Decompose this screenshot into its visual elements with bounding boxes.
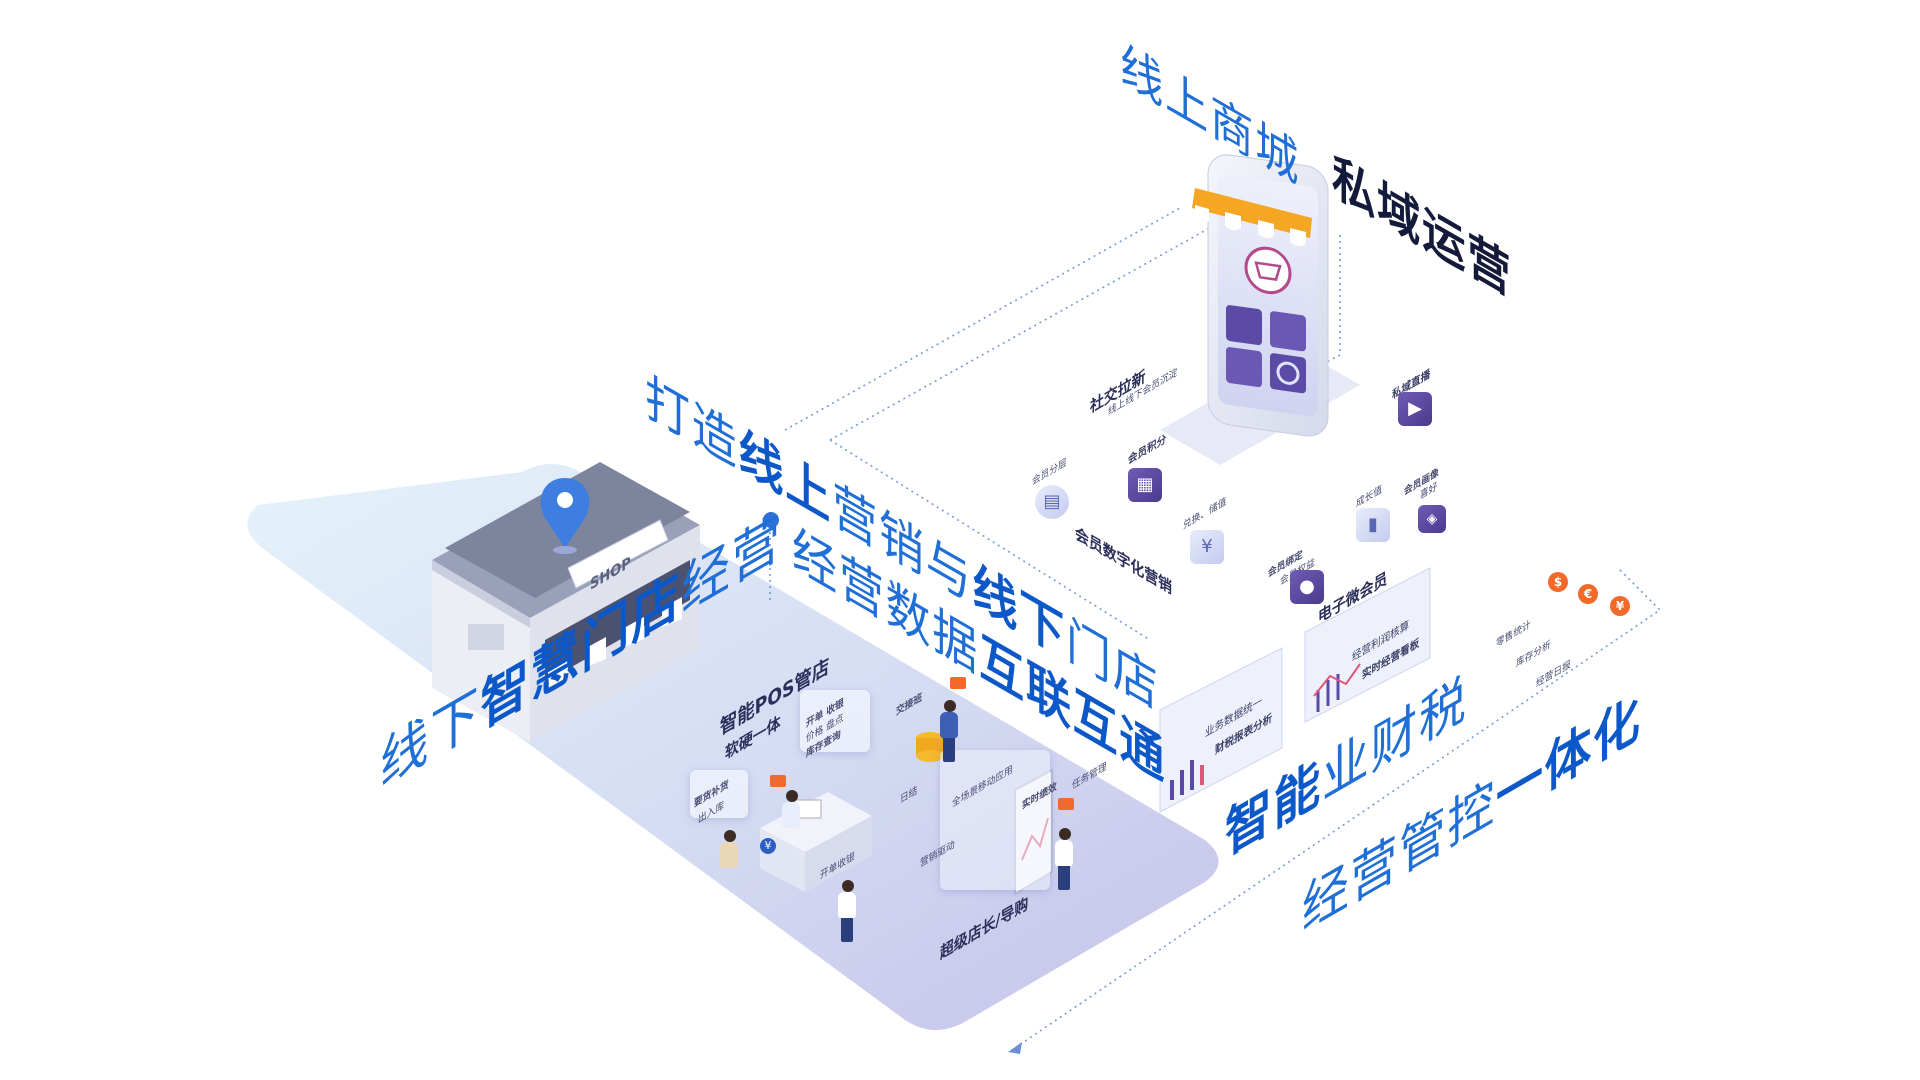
phone [1207, 154, 1329, 437]
exchange-tile: ¥ [1190, 530, 1224, 564]
map-pin-icon [540, 478, 590, 554]
document-icon: ▤ [1043, 491, 1061, 512]
staff-person [940, 700, 958, 762]
currency-euro-icon: € [1583, 587, 1593, 601]
bar-chart-icon: ▮ [1368, 514, 1378, 535]
orange-tag-icon [1058, 798, 1074, 810]
pos-panel [800, 690, 870, 752]
coin-stack [916, 732, 944, 762]
currency-yen-icon: ¥ [1615, 599, 1625, 613]
calculator-icon: ▦ [1136, 474, 1154, 495]
bind-tile: ● [1290, 570, 1324, 604]
customer-person [838, 880, 856, 942]
live-tile: ▶ [1398, 392, 1432, 426]
currency-dollar-icon: $ [1553, 575, 1563, 589]
points-tile: ▦ [1128, 468, 1162, 502]
yen-icon: ¥ [1201, 536, 1213, 557]
user-tag-icon: ◈ [1426, 511, 1438, 527]
shop-sign [567, 519, 669, 589]
currency-icons [1548, 572, 1630, 616]
manager-person [1055, 828, 1073, 890]
user-icon: ● [1299, 576, 1315, 597]
yen-coin-label: ¥ [764, 839, 772, 852]
portrait-tile: ◈ [1418, 505, 1446, 533]
growth-tile: ▮ [1356, 508, 1390, 542]
mobile-app-panel [940, 750, 1050, 890]
sitting-person [720, 830, 738, 868]
yen-coin-icon: ¥ [760, 838, 776, 854]
finance-panel-2 [1304, 567, 1431, 723]
tiers-tile: ▤ [1035, 485, 1069, 519]
orange-tag-icon [770, 775, 786, 787]
video-icon: ▶ [1408, 398, 1422, 419]
orange-tag-icon [950, 677, 966, 689]
restock-panel [690, 770, 748, 818]
finance-panel-1 [1159, 647, 1283, 813]
phone-awning [1192, 188, 1312, 247]
arrow-head [1008, 1042, 1022, 1054]
cashier-person [782, 790, 800, 828]
